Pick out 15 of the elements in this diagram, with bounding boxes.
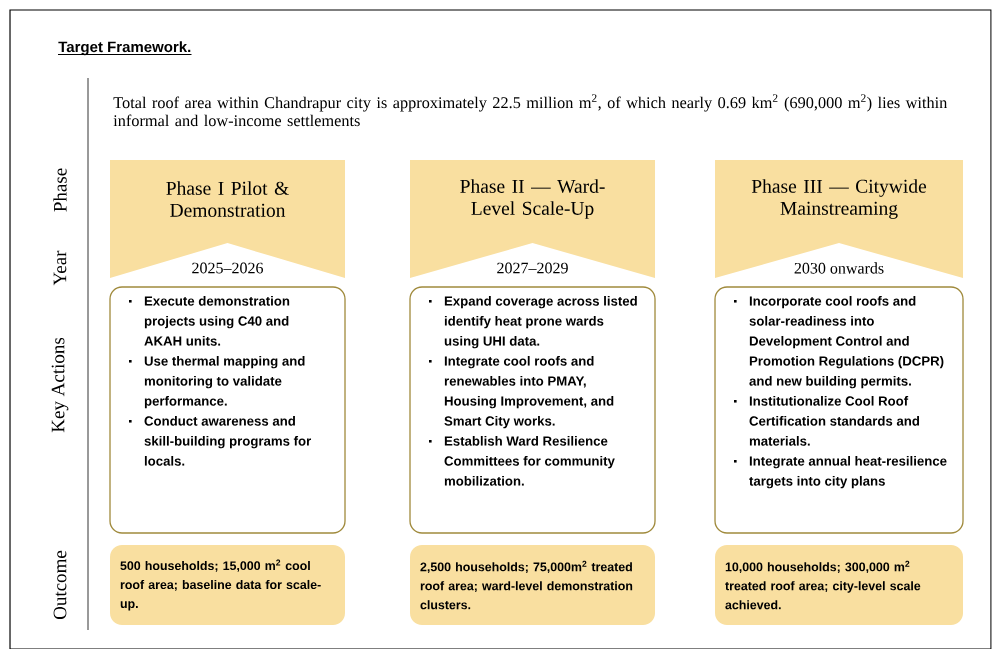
outcome-box: 2,500 households; 75,000m$^{2}$ treated roof area; ward-level demonstration clusters. — [410, 545, 655, 625]
intro-text: Total roof area within Chandrapur city is approximately 22.5 million m$^{2}$, of which nearly 0.69 km$^{2}$ (690,000 m$^{2}$) lies within informal and low-income settlements — [113, 94, 948, 127]
outcome-box: 10,000 households; 300,000 m$^{2}$ treated roof area; city-level scale achieved. — [715, 545, 963, 625]
outcome-box: 500 households; 15,000 m$^{2}$ cool roof area; baseline data for scale-up. — [110, 545, 345, 625]
row-label: Outcome — [53, 550, 67, 620]
phase-header: Phase I Pilot & Demonstration 2025–2026 — [110, 160, 345, 278]
row-label: Year — [53, 250, 67, 286]
title: Target Framework. — [58, 41, 191, 56]
actions-box: Execute demonstration projects using C40 and AKAH units. Use thermal mapping and monitoring to validate performance. Conduct awareness and skill-building programs for locals. — [109, 286, 346, 534]
phase-header: Phase III — Citywide Mainstreaming 2030 onwards — [715, 160, 963, 278]
phase-header: Phase II — Ward-Level Scale-Up 2027–2029 — [410, 160, 655, 278]
actions-box: Incorporate cool roofs and solar-readiness into Development Control and Promotion Regulations (DCPR) and new building permits. Institutionalize Cool Roof Certification standards and materials. Integrate annual heat-resilience targets into city plans — [714, 286, 964, 534]
row-label: Key Actions — [51, 337, 69, 433]
actions-box: Expand coverage across listed identify heat prone wards using UHI data. Integrate cool roofs and renewables into PMAY, Housing Improvement, and Smart City works. Establish Ward Resilience Committees for community mobilization. — [409, 286, 656, 534]
row-label: Phase — [53, 168, 67, 212]
